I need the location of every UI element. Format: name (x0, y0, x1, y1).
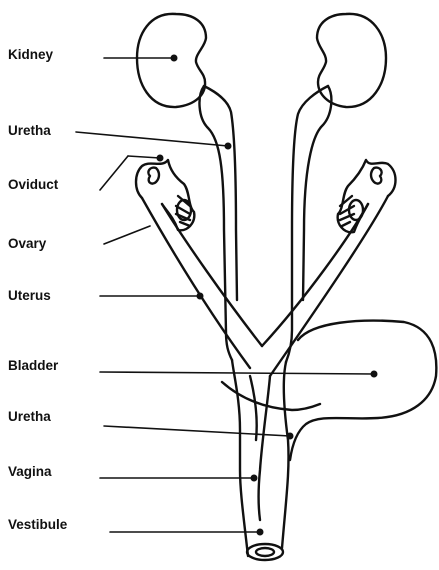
uterus-right-inner (262, 204, 368, 346)
right-kidney (317, 14, 386, 107)
dot-oviduct (157, 155, 164, 162)
right-oviduct (338, 160, 396, 232)
leader-bladder (100, 372, 374, 374)
leader-ovary (104, 226, 150, 244)
leader-oviduct-2 (128, 156, 160, 158)
vagina-inner (250, 376, 257, 440)
dot-vestibule (257, 529, 264, 536)
dot-uretha-lower (287, 433, 294, 440)
left-ureter-outer (204, 86, 237, 300)
dot-bladder (371, 371, 378, 378)
dot-kidney (171, 55, 178, 62)
bladder (290, 321, 436, 460)
uterus-right-outer (270, 196, 388, 376)
urethra-lower (259, 376, 271, 520)
right-oviduct-coil (371, 168, 382, 184)
leader-oviduct (100, 156, 128, 190)
leader-uretha-upper (76, 132, 228, 146)
vagina-left-wall (232, 360, 248, 556)
dot-uterus (197, 293, 204, 300)
leader-uretha-lower (104, 426, 290, 436)
uterus-left-outer (142, 198, 250, 368)
right-ureter-inner (303, 86, 331, 300)
leader-dots (157, 55, 378, 536)
vagina-right-wall (282, 362, 289, 548)
dot-uretha-upper (225, 143, 232, 150)
right-ovary (349, 200, 363, 220)
left-oviduct-coil (148, 168, 159, 184)
dot-vagina (251, 475, 258, 482)
vestibule-opening (247, 544, 283, 560)
vestibule-opening-inner (256, 548, 274, 556)
left-kidney (137, 14, 206, 107)
